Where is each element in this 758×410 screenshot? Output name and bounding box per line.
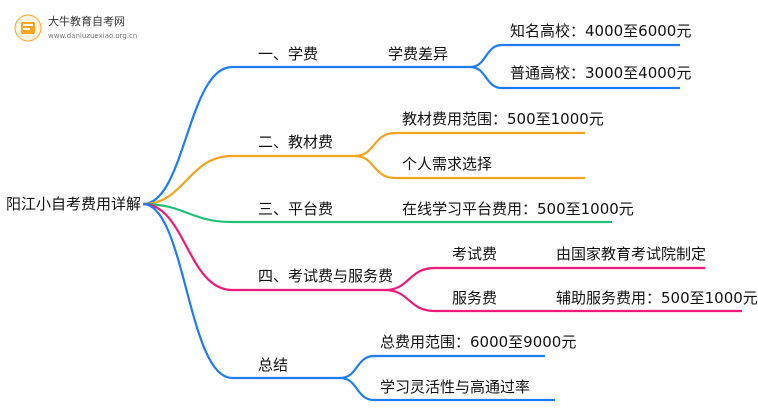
connector-materials-leaf1 (354, 131, 585, 158)
connector-root-summary (142, 202, 340, 380)
branch-tuition: 一、学费 (258, 45, 319, 63)
root-topic: 阳江小自考费用详解 (6, 195, 142, 213)
connector-root-tuition (142, 65, 355, 206)
connector-exam-fee (384, 266, 520, 292)
tuition-difference: 学费差异 (388, 45, 449, 63)
tuition-leaf-regular: 普通高校：3000至4000元 (510, 64, 692, 82)
branch-summary: 总结 (258, 356, 289, 374)
book-logo-icon (14, 14, 42, 42)
logo-url: www.daniuzuexiao.org.cn (48, 32, 138, 40)
summary-leaf-flexibility: 学习灵活性与高通过率 (380, 378, 531, 396)
connector-summary-leaf1 (339, 354, 545, 380)
connector-diff-leaf2 (469, 65, 680, 90)
logo-title: 大牛教育自考网 (48, 15, 125, 28)
site-logo[interactable]: 大牛教育自考网 www.daniuzuexiao.org.cn (14, 12, 154, 46)
connector-summary-leaf2 (339, 376, 555, 402)
connector-diff-leaf1 (469, 43, 680, 69)
connector-materials-leaf2 (354, 154, 585, 180)
exam-fee-leaf: 由国家教育考试院制定 (556, 245, 707, 263)
connector-root-platform (142, 202, 612, 224)
branch-platform: 三、平台费 (258, 200, 334, 218)
connector-root-materials (142, 154, 355, 206)
branch-materials: 二、教材费 (258, 133, 334, 151)
summary-leaf-total: 总费用范围：6000至9000元 (380, 333, 577, 351)
branch-exam-service: 四、考试费与服务费 (258, 267, 394, 285)
exam-fee-node: 考试费 (452, 245, 498, 263)
connector-service-fee (384, 288, 520, 313)
service-fee-leaf: 辅助服务费用：500至1000元 (556, 289, 758, 307)
service-fee-node: 服务费 (452, 289, 498, 307)
connector-root-exam (142, 202, 385, 292)
materials-leaf-choice: 个人需求选择 (402, 155, 493, 173)
platform-leaf-fee: 在线学习平台费用：500至1000元 (402, 200, 634, 218)
materials-leaf-range: 教材费用范围：500至1000元 (402, 110, 604, 128)
tuition-leaf-famous: 知名高校：4000至6000元 (510, 22, 692, 40)
